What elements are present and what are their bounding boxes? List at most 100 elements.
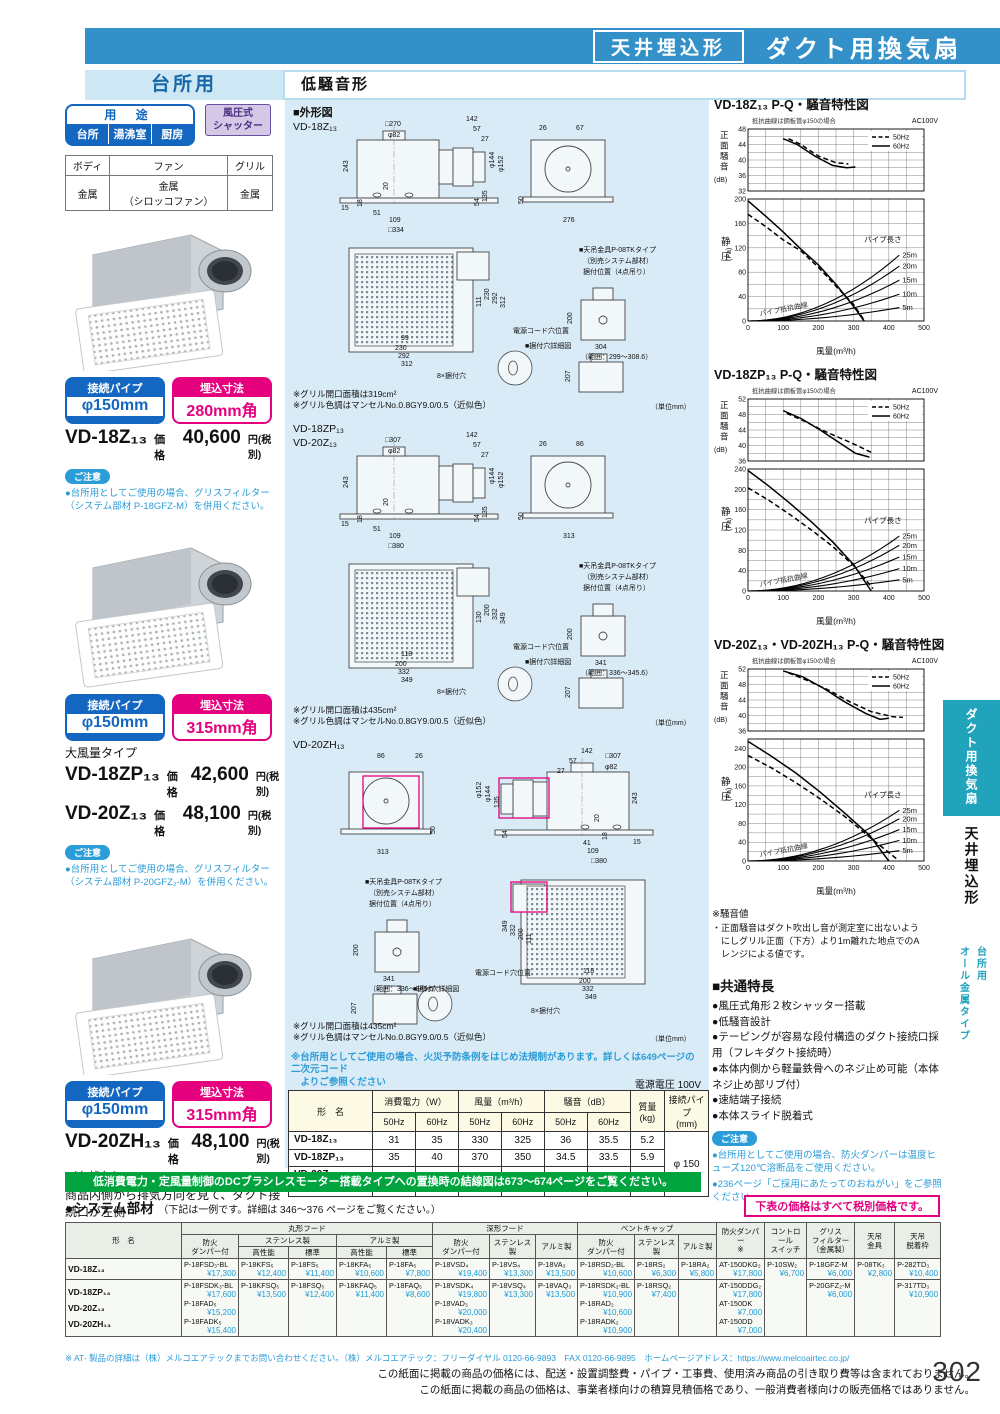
- sys-part-cell: P-18FAQ₅¥8,600: [386, 1279, 433, 1337]
- svg-text:99: 99: [401, 335, 409, 342]
- features-title: ■共通特長: [712, 978, 775, 994]
- spec-value-cell: 370: [457, 1148, 502, 1167]
- part-entry: P-18FADK₅¥15,400: [184, 1317, 236, 1335]
- svg-text:230: 230: [395, 345, 407, 352]
- svg-text:349: 349: [401, 677, 413, 684]
- part-price: ¥5,800: [689, 1269, 715, 1278]
- svg-text:騒: 騒: [720, 691, 729, 701]
- svg-text:パイプ抵抗曲線: パイプ抵抗曲線: [759, 841, 809, 859]
- part-entry: P-18RSQ₂¥7,400: [637, 1281, 676, 1299]
- part-code: P-317TD₃: [897, 1281, 930, 1290]
- sys-frame-cell: P-282TD₃¥10,400: [894, 1258, 942, 1280]
- material-value: 金属 （シロッコファン）: [109, 175, 229, 211]
- spec-col-group: 騒音（dB）: [543, 1089, 631, 1114]
- type-label: 低騒音形: [283, 70, 966, 100]
- svg-text:※グリル開口面積は435cm²: ※グリル開口面積は435cm²: [293, 1021, 397, 1031]
- part-entry: P-18KFS₅¥12,400: [241, 1260, 286, 1278]
- svg-text:圧: 圧: [721, 252, 731, 263]
- part-price: ¥11,400: [355, 1290, 384, 1299]
- feature-item: ●低騒音設計: [712, 1015, 771, 1028]
- svg-text:（単位mm）: （単位mm）: [651, 1034, 691, 1043]
- price-unit: 円(税別): [255, 771, 280, 798]
- power-voltage-label: 電源電圧 100V: [634, 1080, 701, 1091]
- part-entry: P-282TD₃¥10,400: [897, 1260, 938, 1278]
- sys-part-cell: P-18VS₄¥13,300: [489, 1258, 536, 1280]
- svg-text:349: 349: [585, 994, 597, 1001]
- svg-text:135: 135: [482, 190, 489, 202]
- part-entry: P-18RAD₂¥10,600: [580, 1299, 632, 1317]
- sys-col-tail: グリス フィルター （金属製）: [806, 1222, 856, 1259]
- caution-badge: ご注意: [712, 1130, 758, 1146]
- spec-value-cell: 325: [500, 1131, 545, 1150]
- badge-value: φ150mm: [67, 1101, 163, 1121]
- spec-col-freq: 50Hz: [457, 1112, 502, 1132]
- svg-text:500: 500: [918, 325, 930, 332]
- svg-text:51: 51: [373, 210, 381, 217]
- svg-text:□380: □380: [591, 858, 607, 865]
- svg-text:据付位置（4点吊り）: 据付位置（4点吊り）: [369, 899, 436, 908]
- svg-text:120: 120: [734, 245, 746, 252]
- part-price: ¥10,600: [603, 1308, 633, 1317]
- svg-text:25m: 25m: [902, 806, 917, 815]
- svg-text:□307: □307: [385, 437, 401, 444]
- part-code: AT-150DD: [719, 1317, 753, 1326]
- sys-subcol2: 高性能: [336, 1246, 387, 1259]
- svg-text:200: 200: [734, 487, 746, 494]
- feature-item: ●テーピングが容易な段付構造のダクト接続口採用（フレキダクト接続時）: [712, 1031, 939, 1060]
- sys-grease-cell: P-20GFZ₂-M¥6,000: [806, 1279, 856, 1337]
- svg-text:109: 109: [389, 533, 401, 540]
- svg-text:■外形図: ■外形図: [293, 105, 333, 119]
- part-price: ¥8,600: [405, 1290, 430, 1299]
- badge-label: 接続パイプ: [87, 1087, 143, 1100]
- svg-text:142: 142: [466, 432, 478, 439]
- spec-value-cell: 33.5: [586, 1148, 631, 1167]
- part-price: ¥2,800: [867, 1269, 893, 1278]
- svg-text:142: 142: [466, 116, 478, 123]
- system-parts-title: ●システム部材: [65, 1201, 154, 1216]
- svg-text:■据付穴詳細図: ■据付穴詳細図: [525, 657, 571, 666]
- svg-text:10m: 10m: [902, 564, 917, 573]
- svg-text:（別売システム部材）: （別売システム部材）: [583, 572, 653, 581]
- spec-value-cell: 35.5: [586, 1131, 631, 1150]
- side-index-tab: ダクト用換気扇天井埋込形オール金属タイプ台所用: [943, 700, 1000, 1086]
- part-entry: P-18FSDK₃-BL¥17,600: [184, 1281, 236, 1299]
- footer-line: この紙面に掲載の商品の価格は、事業者様向けの積算見積価格であり、一般消費者様向け…: [419, 1384, 975, 1397]
- svg-text:25m: 25m: [902, 532, 917, 541]
- part-entry: P-18RSDK₂-BL¥10,900: [580, 1281, 632, 1299]
- usage-item: 台所: [76, 129, 99, 141]
- part-entry: P-18RA₂¥5,800: [681, 1260, 714, 1278]
- svg-text:風量(m³/h): 風量(m³/h): [816, 616, 856, 626]
- sys-part-cell: P-18RSD₂-BL¥10,600: [577, 1258, 636, 1280]
- part-price: ¥6,000: [827, 1290, 853, 1299]
- svg-text:312: 312: [500, 296, 507, 308]
- part-entry: P-18VS₄¥13,300: [492, 1260, 533, 1278]
- part-entry: P-18FSQ₅¥12,400: [291, 1281, 334, 1299]
- tab-duct-fan: ダクト用換気扇: [943, 700, 1000, 816]
- svg-text:118: 118: [583, 968, 594, 975]
- part-code: AT-150DKG₂: [719, 1260, 761, 1269]
- svg-text:111: 111: [476, 296, 483, 307]
- product-photo: [75, 234, 252, 371]
- svg-text:15: 15: [633, 839, 641, 846]
- svg-text:圧: 圧: [721, 792, 731, 803]
- spec-value-cell: 34.5: [543, 1148, 588, 1167]
- pipe-resistance-curves: [747, 535, 900, 592]
- badge-label: 埋込寸法: [200, 699, 244, 712]
- part-code: P-18KFS₅: [241, 1260, 274, 1269]
- svg-text:面: 面: [720, 141, 729, 151]
- svg-text:※グリル開口面積は435cm²: ※グリル開口面積は435cm²: [293, 705, 397, 715]
- svg-text:40: 40: [738, 443, 746, 450]
- part-entry: AT-150DKG₂¥17,800: [719, 1260, 762, 1278]
- svg-text:■天吊金具P-08TKタイプ: ■天吊金具P-08TKタイプ: [365, 877, 442, 886]
- svg-text:AC100V: AC100V: [912, 658, 938, 665]
- sys-col-tail: 天吊 金具: [854, 1222, 896, 1259]
- svg-text:騒: 騒: [720, 421, 729, 431]
- svg-text:312: 312: [401, 361, 413, 368]
